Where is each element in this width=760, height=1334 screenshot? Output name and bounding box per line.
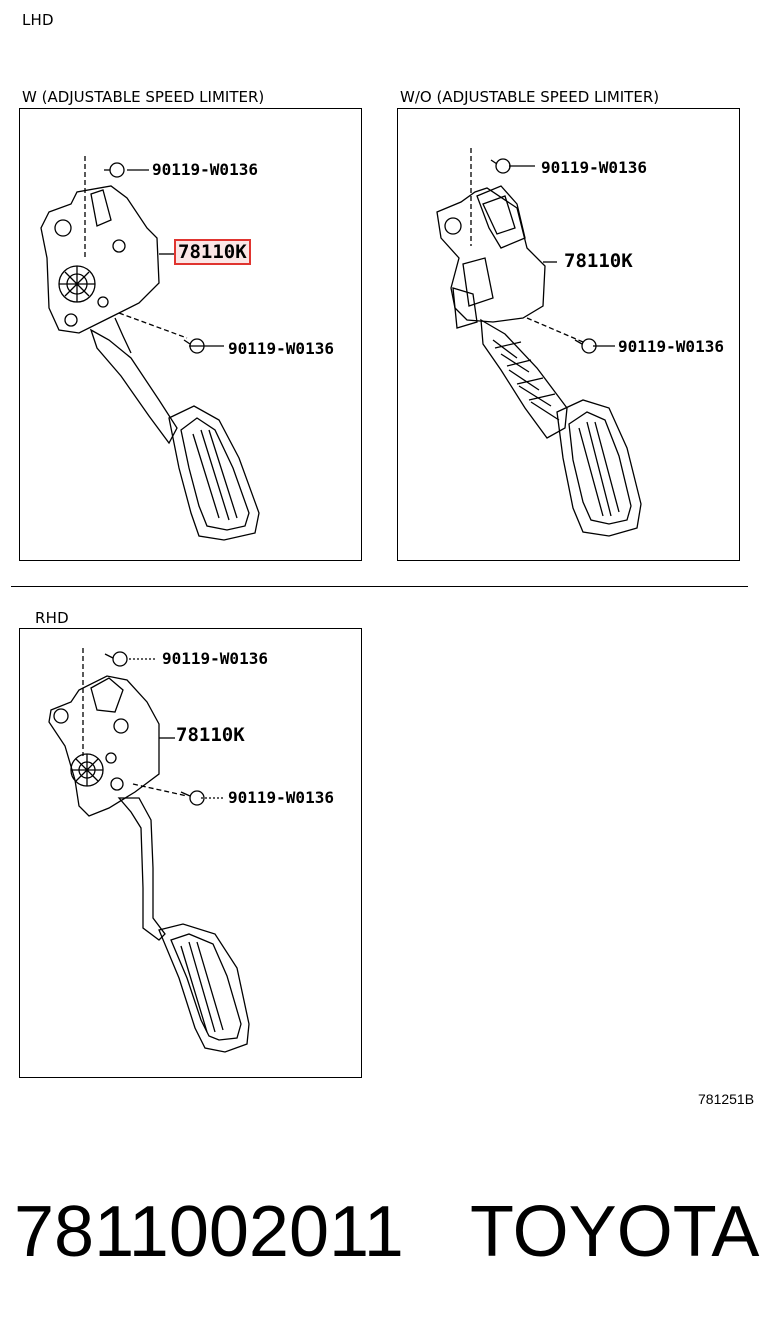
panel-lhd-without-limiter [397, 108, 740, 561]
panel-title-with-limiter: W (ADJUSTABLE SPEED LIMITER) [22, 88, 265, 106]
panel-lhd-with-limiter [19, 108, 362, 561]
callout-bolt-bottom-lhd-without[interactable]: 90119-W0136 [618, 337, 724, 356]
callout-bolt-bottom-lhd-with[interactable]: 90119-W0136 [228, 339, 334, 358]
callout-bolt-top-rhd[interactable]: 90119-W0136 [162, 649, 268, 668]
part-number: 7811002011 [14, 1192, 404, 1272]
illustration-code: 781251B [698, 1091, 755, 1107]
pedal-drawing-lhd-without [436, 148, 642, 537]
callout-bolt-bottom-rhd[interactable]: 90119-W0136 [228, 788, 334, 807]
brand-name: TOYOTA [470, 1192, 760, 1272]
rhd-label: RHD [35, 609, 69, 627]
callout-bolt-top-lhd-without[interactable]: 90119-W0136 [541, 158, 647, 177]
callout-part-lhd-without[interactable]: 78110K [564, 250, 633, 272]
callout-part-lhd-with-highlighted[interactable]: 78110K [174, 239, 251, 265]
callout-part-rhd[interactable]: 78110K [176, 724, 245, 746]
section-divider [11, 586, 748, 587]
callout-bolt-top-lhd-with[interactable]: 90119-W0136 [152, 160, 258, 179]
panel-title-without-limiter: W/O (ADJUSTABLE SPEED LIMITER) [400, 88, 660, 106]
pedal-drawing-lhd-with [40, 156, 260, 541]
panel-rhd [19, 628, 362, 1078]
lhd-label: LHD [22, 11, 54, 29]
pedal-drawing-rhd [48, 648, 250, 1053]
